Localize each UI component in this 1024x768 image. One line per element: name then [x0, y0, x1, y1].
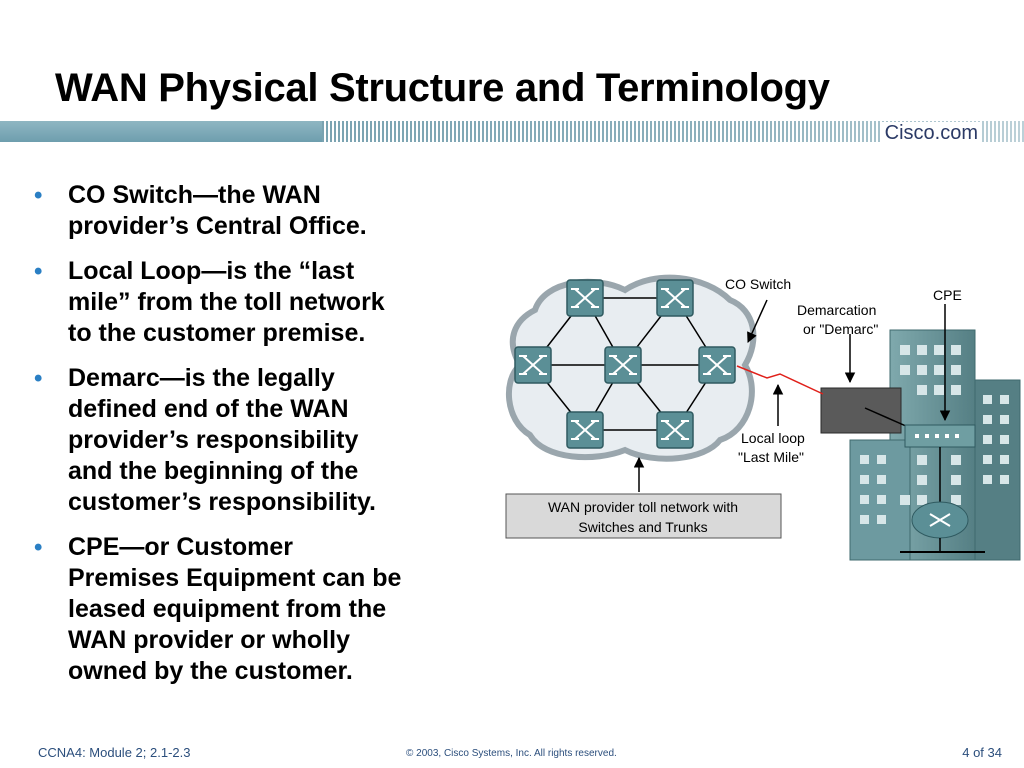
switch-icon [514, 346, 552, 384]
router-icon [911, 501, 969, 539]
header-band [0, 121, 1024, 148]
switch-icon [656, 279, 694, 317]
bullet-demarc: • Demarc—is the legally defined end of t… [26, 363, 476, 518]
wan-diagram: CO Switch Demarcation or "Demarc" CPE Lo… [505, 274, 1021, 561]
bullet-dot-icon: • [34, 258, 43, 285]
label-co-switch: CO Switch [725, 276, 791, 292]
label-demarc: or "Demarc" [803, 321, 878, 337]
switch-icons [514, 279, 736, 449]
callout-arrows [633, 299, 951, 492]
footer-copyright: © 2003, Cisco Systems, Inc. All rights r… [406, 748, 617, 759]
local-loop-line [736, 365, 824, 395]
header-band-solid [0, 121, 322, 142]
switch-icon [566, 411, 604, 449]
co-switch-icon [698, 346, 736, 384]
demarc-box [820, 387, 902, 434]
bullet-line: WAN provider or wholly [68, 626, 350, 654]
bullet-dot-icon: • [34, 534, 43, 561]
bullet-line: CO Switch—the WAN [68, 181, 321, 209]
bullet-dot-icon: • [34, 182, 43, 209]
bullet-line: provider’s responsibility [68, 426, 359, 454]
bullet-line: owned by the customer. [68, 657, 353, 685]
bullet-line: to the customer premise. [68, 319, 366, 347]
cisco-logo[interactable]: Cisco.com [880, 122, 982, 145]
header-band-stripes [322, 121, 1024, 142]
bullet-line: Premises Equipment can be [68, 564, 402, 592]
label-last-mile: "Last Mile" [738, 449, 804, 465]
footer-module: CCNA4: Module 2; 2.1-2.3 [38, 745, 191, 760]
bullet-cpe: • CPE—or Customer Premises Equipment can… [26, 532, 476, 687]
toll-network-caption-box [505, 493, 782, 539]
bullet-line: Local Loop—is the “last [68, 257, 355, 285]
bullet-line: and the beginning of the [68, 457, 359, 485]
cpe-device-icon [904, 424, 976, 448]
footer-page-number: 4 of 34 [962, 745, 1002, 760]
bullet-list: • CO Switch—the WAN provider’s Central O… [26, 180, 476, 701]
bullet-line: CPE—or Customer [68, 533, 294, 561]
bullet-co-switch: • CO Switch—the WAN provider’s Central O… [26, 180, 476, 242]
label-demarcation: Demarcation [797, 302, 876, 318]
bullet-line: Demarc—is the legally [68, 364, 335, 392]
label-cpe: CPE [933, 287, 962, 303]
switch-icon [656, 411, 694, 449]
bullet-line: defined end of the WAN [68, 395, 349, 423]
switch-icon [566, 279, 604, 317]
bullet-dot-icon: • [34, 365, 43, 392]
bullet-line: provider’s Central Office. [68, 212, 367, 240]
label-toll-network: WAN provider toll network with [548, 499, 738, 515]
slide-title: WAN Physical Structure and Terminology [55, 66, 830, 110]
label-switches-trunks: Switches and Trunks [578, 519, 707, 535]
bullet-line: mile” from the toll network [68, 288, 385, 316]
bullet-line: leased equipment from the [68, 595, 387, 623]
bullet-line: customer’s responsibility. [68, 488, 376, 516]
label-local-loop: Local loop [741, 430, 805, 446]
bullet-local-loop: • Local Loop—is the “last mile” from the… [26, 256, 476, 349]
switch-icon [604, 346, 642, 384]
